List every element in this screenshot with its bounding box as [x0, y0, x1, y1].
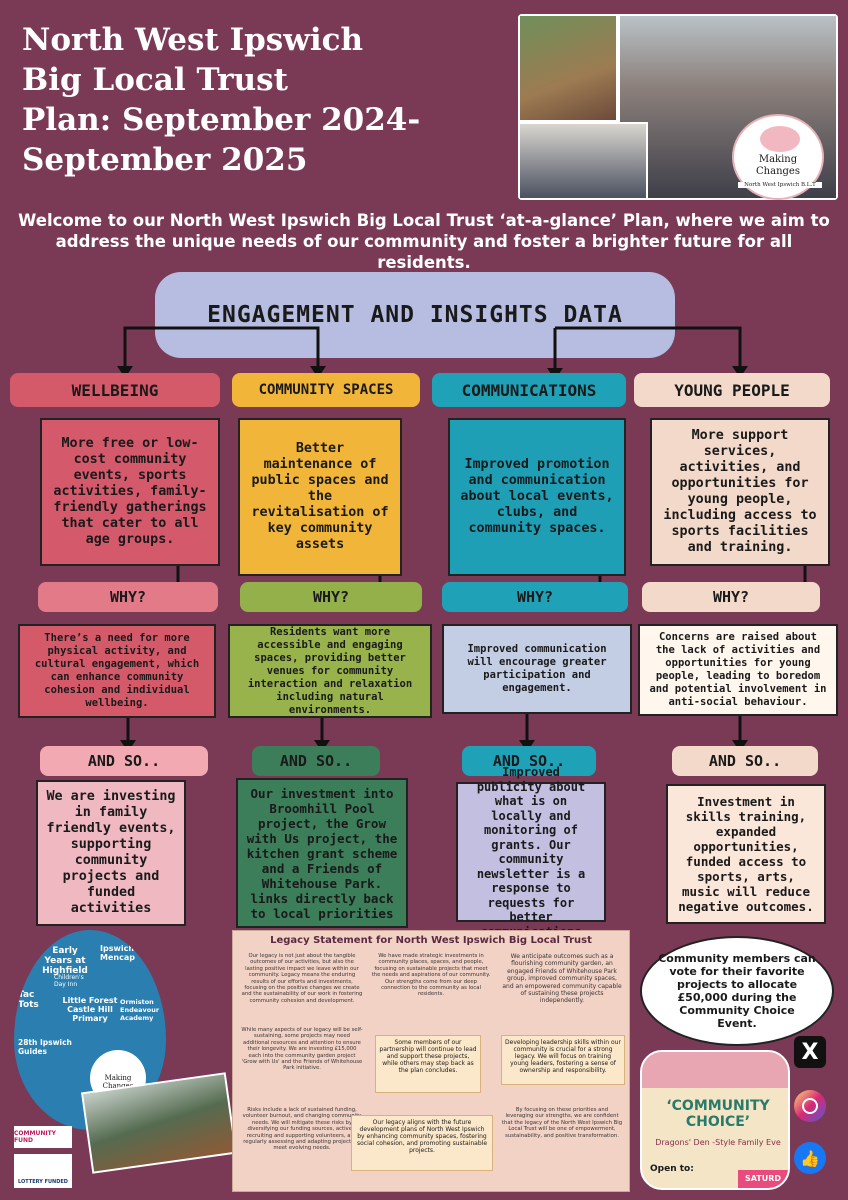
- legacy-col1b: While many aspects of our legacy will be…: [241, 1027, 363, 1072]
- communications-need-card: Improved promotion and communication abo…: [448, 418, 626, 576]
- volunteers-photo: [518, 122, 648, 200]
- instagram-icon[interactable]: [794, 1090, 826, 1122]
- title-line-2: Big Local Trust: [22, 62, 288, 98]
- young-people-andso-label: AND SO..: [672, 746, 818, 776]
- wellbeing-why-label: WHY?: [38, 582, 218, 612]
- making-changes-logo: Making Changes North West Ipswich B.L.T: [732, 114, 824, 200]
- choice-subtitle: Dragons' Den -Style Family Eve: [655, 1138, 781, 1147]
- legacy-note2: Our legacy aligns with the future develo…: [351, 1115, 493, 1171]
- community-spaces-why-label: WHY?: [240, 582, 422, 612]
- communications-why-label: WHY?: [442, 582, 628, 612]
- garden-photo: [518, 14, 618, 122]
- community-spaces-why-card: Residents want more accessible and engag…: [228, 624, 432, 718]
- page-title: North West Ipswich Big Local Trust Plan:…: [22, 20, 422, 180]
- community-fund-logo: COMMUNITY FUND: [14, 1126, 72, 1148]
- wellbeing-why-card: There’s a need for more physical activit…: [18, 624, 216, 718]
- legacy-statement: Legacy Statement for North West Ipswich …: [232, 930, 630, 1192]
- wellbeing-need-card: More free or low-cost community events, …: [40, 418, 220, 566]
- wellbeing-andso-label: AND SO..: [40, 746, 208, 776]
- young-people-andso-card: Investment in skills training, expanded …: [666, 784, 826, 924]
- legacy-note1: Some members of our partnership will con…: [375, 1035, 481, 1093]
- legacy-col1: Our legacy is not just about the tangibl…: [241, 953, 363, 1004]
- communications-why-card: Improved communication will encourage gr…: [442, 624, 632, 714]
- title-line-3: Plan: September 2024-: [22, 102, 421, 138]
- choice-headline: ‘COMMUNITY CHOICE’: [666, 1098, 770, 1130]
- community-spaces-need-card: Better maintenance of public spaces and …: [238, 418, 402, 576]
- photo-collage: Making Changes North West Ipswich B.L.T: [518, 14, 838, 200]
- young-people-why-label: WHY?: [642, 582, 820, 612]
- young-people-why-card: Concerns are raised about the lack of ac…: [638, 624, 838, 716]
- wellbeing-heading: WELLBEING: [10, 373, 220, 407]
- communications-andso-label: AND SO..: [462, 746, 596, 776]
- wellbeing-andso-card: We are investing in family friendly even…: [36, 780, 186, 926]
- x-icon[interactable]: X: [794, 1036, 826, 1068]
- choice-open: Open to:: [650, 1164, 694, 1174]
- communications-heading: COMMUNICATIONS: [432, 373, 626, 407]
- legacy-col3: We anticipate outcomes such as a flouris…: [502, 953, 622, 1005]
- legacy-note3: Developing leadership skills within our …: [501, 1035, 625, 1085]
- young-people-heading: YOUNG PEOPLE: [634, 373, 830, 407]
- community-choice-bubble: Community members can vote for their fav…: [640, 936, 834, 1046]
- legacy-col2: We have made strategic investments in co…: [371, 953, 491, 998]
- community-spaces-andso-card: Our investment into Broomhill Pool proje…: [236, 778, 408, 928]
- community-spaces-andso-label: AND SO..: [252, 746, 380, 776]
- intro-text: Welcome to our North West Ipswich Big Lo…: [18, 211, 830, 272]
- legacy-title: Legacy Statement for North West Ipswich …: [270, 935, 592, 946]
- title-line-1: North West Ipswich: [22, 22, 364, 58]
- legacy-col1c: Risks include a lack of sustained fundin…: [242, 1107, 362, 1152]
- community-choice-poster: ‘COMMUNITY CHOICE’ Dragons' Den -Style F…: [640, 1050, 790, 1190]
- communications-andso-card: Improved publicity about what is on loca…: [456, 765, 606, 939]
- young-people-need-card: More support services, activities, and o…: [650, 418, 830, 566]
- lottery-logo: LOTTERY FUNDED: [14, 1154, 72, 1188]
- group-photo: [618, 14, 838, 200]
- title-line-4: September 2025: [22, 142, 308, 178]
- engagement-header: ENGAGEMENT AND INSIGHTS DATA: [155, 272, 675, 358]
- pig-icon: [760, 126, 800, 152]
- community-spaces-heading: COMMUNITY SPACES: [232, 373, 420, 407]
- choice-date: SATURD: [738, 1170, 788, 1188]
- legacy-col3b: By focusing on these priorities and leve…: [501, 1107, 623, 1139]
- facebook-like-icon[interactable]: 👍: [794, 1142, 826, 1174]
